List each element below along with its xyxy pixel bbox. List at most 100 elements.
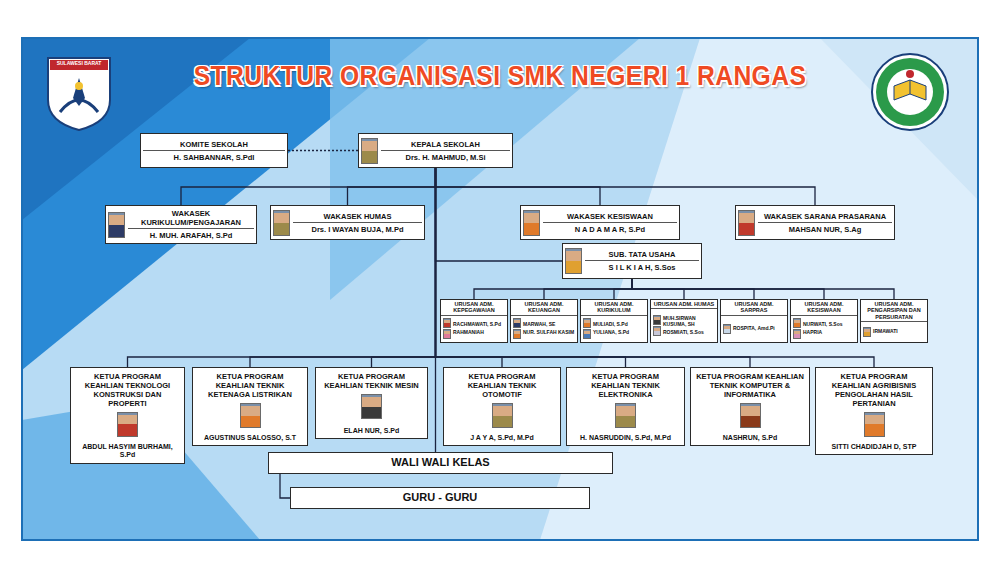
connector-line (436, 168, 751, 367)
role-title: KEPALA SEKOLAH (381, 139, 510, 150)
role-title: KOMITE SEKOLAH (143, 139, 285, 150)
unit-title: URUSAN ADM. KEUANGAN (511, 300, 577, 316)
vice-box: WAKASEK HUMASDrs. I WAYAN BUJA, M.Pd (270, 205, 425, 240)
person-name: NURWATI, S.Sos (803, 322, 855, 328)
admin-unit-box: URUSAN ADM. HUMAS MUH.SIRWAN KUSUMA, SH RO… (650, 299, 718, 343)
role-title: WAKASEK HUMAS (293, 211, 422, 222)
person-name: MUH.SIRWAN KUSUMA, SH (663, 316, 715, 328)
connector-line (544, 279, 632, 299)
connector-line (436, 168, 503, 367)
portrait-photo (513, 329, 521, 339)
connector-line (348, 168, 436, 205)
portrait-photo (723, 324, 731, 334)
person-name: MARWAH, SE (523, 322, 575, 328)
role-title: WAKASEK KESISWAAN (543, 211, 677, 222)
portrait-photo (443, 318, 451, 328)
connector-line (436, 168, 816, 205)
person-name: RAHMANIAH (453, 330, 505, 336)
portrait-photo (117, 412, 138, 437)
portrait-photo (653, 315, 661, 325)
person-name: NASHRUN, S.Pd (721, 431, 779, 443)
role-title: KETUA PROGRAM KEAHLIAN TEKNIK OTOMOTIF (447, 371, 557, 400)
portrait-photo (108, 212, 125, 238)
admin-unit-box: URUSAN ADM. KEPEGAWAIAN RACHMAWATI, S.PdR… (440, 299, 508, 343)
portrait-photo (583, 329, 591, 339)
connector-line (436, 168, 563, 261)
portrait-photo (361, 138, 378, 164)
role-title: KETUA PROGRAM KEAHLIAN AGRIBISNIS PENGOL… (819, 371, 929, 409)
portrait-photo (738, 210, 755, 236)
band-title: GURU - GURU (401, 490, 480, 505)
connector-line (128, 168, 436, 367)
program-head-box: KETUA PROGRAM KEAHLIAN TEKNIK KOMPUTER &… (690, 367, 810, 446)
portrait-photo (513, 318, 521, 328)
program-head-box: KETUA PROGRAM KEAHLIAN TEKNOLOGI KONSTRU… (70, 367, 185, 464)
role-title: KETUA PROGRAM KEAHLIAN TEKNIK MESIN (319, 371, 424, 391)
person-name: MULIADI, S.Pd (593, 322, 645, 328)
person-name: H. MUH. ARAFAH, S.Pd (128, 228, 254, 241)
head-box: KEPALA SEKOLAHDrs. H. MAHMUD, M.Si (358, 133, 513, 168)
person-name: ROSMIATI, S.Sos (663, 330, 715, 336)
vice-box: WAKASEK KURIKULUM/PENGAJARANH. MUH. ARAF… (105, 205, 257, 244)
portrait-photo (361, 394, 382, 419)
chart-title: STRUKTUR ORGANISASI SMK NEGERI 1 RANGAS (60, 60, 940, 92)
teachers-band: GURU - GURU (290, 487, 590, 509)
person-name: NUR. SULFAH KASIM (523, 330, 575, 336)
role-title: KETUA PROGRAM KEAHLIAN TEKNOLOGI KONSTRU… (74, 371, 181, 409)
person-name: SITTI CHADIDJAH D, STP (830, 440, 919, 452)
portrait-photo (864, 412, 885, 437)
unit-title: URUSAN ADM. KEPEGAWAIAN (441, 300, 507, 316)
connector-line (288, 150, 358, 151)
committee-box: KOMITE SEKOLAHH. SAHBANNAR, S.PdI (140, 133, 288, 168)
portrait-photo (793, 318, 801, 328)
connector-line (436, 168, 875, 367)
band-title: WALI WALI KELAS (389, 455, 491, 470)
connector-line (614, 279, 632, 299)
role-title: KETUA PROGRAM KEAHLIAN TEKNIK KOMPUTER &… (694, 371, 806, 400)
person-name: H. SAHBANNAR, S.PdI (143, 150, 285, 163)
person-name: HAPRIA (803, 330, 855, 336)
admin-unit-box: URUSAN ADM. KURIKULUMMULIADI, S.PdYULIAN… (580, 299, 648, 343)
program-head-box: KETUA PROGRAM KEAHLIAN AGRIBISNIS PENGOL… (815, 367, 933, 455)
admin-unit-box: URUSAN ADM. KEUANGAN MARWAH, SE NUR. SULFA… (510, 299, 578, 343)
person-name: Drs. H. MAHMUD, M.Si (381, 150, 510, 163)
person-name: YULIANA, S.Pd (593, 330, 645, 336)
admin-unit-box: URUSAN ADM. PENGARSIPAN DAN PERSURATANIR… (860, 299, 928, 343)
portrait-photo (740, 403, 761, 428)
person-name: ABDUL HASYIM BURHAMI, S.Pd (74, 440, 181, 461)
person-name: RACHMAWATI, S.Pd (453, 322, 505, 328)
connector-line (280, 474, 290, 498)
portrait-photo (273, 210, 290, 236)
role-title: KETUA PROGRAM KEAHLIAN TEKNIK ELEKTRONIK… (570, 371, 681, 400)
unit-title: URUSAN ADM. SARPRAS (721, 300, 787, 316)
province-logo (48, 58, 110, 130)
person-name: ROSPITA, Amd.Pi (733, 326, 785, 332)
person-name: J A Y A, S.Pd, M.Pd (468, 431, 536, 443)
portrait-photo (793, 329, 801, 339)
person-name: H. NASRUDDIN, S.Pd, M.Pd (578, 431, 673, 443)
person-name: IRMAWATI (873, 329, 925, 335)
connector-line (474, 279, 632, 299)
vice-box: WAKASEK SARANA PRASARANAMAHSAN NUR, S.Ag (735, 205, 895, 240)
role-title: KETUA PROGRAM KEAHLIAN TEKNIK KETENAGA L… (196, 371, 304, 400)
role-title: WAKASEK KURIKULUM/PENGAJARAN (128, 208, 254, 228)
portrait-photo (863, 327, 871, 337)
connector-line (435, 168, 436, 452)
class-teachers-band: WALI WALI KELAS (268, 452, 613, 474)
portrait-photo (583, 318, 591, 328)
school-logo (872, 54, 948, 130)
admin-unit-box: URUSAN ADM. SARPRAS ROSPITA, Amd.Pi (720, 299, 788, 343)
unit-title: URUSAN ADM. HUMAS (651, 300, 717, 309)
portrait-photo (565, 248, 582, 274)
program-head-box: KETUA PROGRAM KEAHLIAN TEKNIK KETENAGA L… (192, 367, 308, 446)
logo-text: SULAWESI BARAT (50, 61, 108, 67)
person-name: Drs. I WAYAN BUJA, M.Pd (293, 222, 422, 235)
person-name: MAHSAN NUR, S.Ag (758, 222, 892, 235)
person-name: ELAH NUR, S.Pd (342, 424, 402, 436)
admin-box: SUB. TATA USAHAS I L K I A H, S.Sos (562, 243, 702, 279)
program-head-box: KETUA PROGRAM KEAHLIAN TEKNIK MESIN ELAH … (315, 367, 428, 439)
portrait-photo (443, 329, 451, 339)
